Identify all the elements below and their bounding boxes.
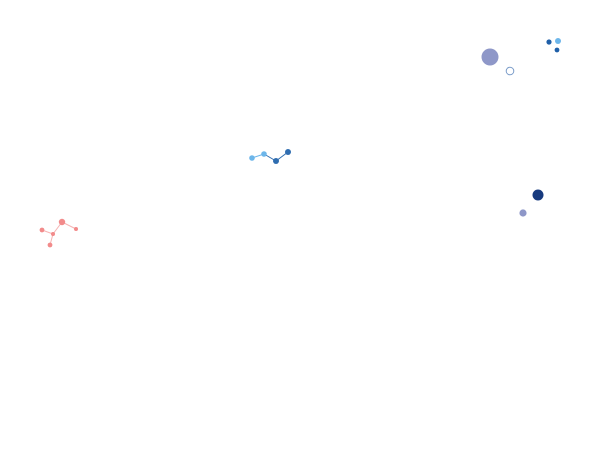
top-right-cluster-node[interactable] (505, 66, 515, 76)
pink-cluster-node[interactable] (58, 218, 66, 226)
pink-cluster-node[interactable] (51, 232, 55, 236)
pink-cluster-node[interactable] (74, 227, 78, 231)
blue-chain-cluster-node[interactable] (261, 151, 267, 157)
pink-cluster-node[interactable] (39, 227, 45, 233)
top-right-cluster-node[interactable] (554, 47, 560, 53)
right-cluster-node[interactable] (519, 209, 527, 217)
top-right-cluster-node[interactable] (546, 39, 552, 45)
top-right-cluster-node[interactable] (481, 48, 499, 66)
blue-chain-cluster-node[interactable] (285, 149, 291, 155)
right-cluster-node[interactable] (532, 189, 544, 201)
top-right-cluster-node[interactable] (555, 38, 561, 44)
blue-chain-cluster-node[interactable] (273, 158, 279, 164)
pink-cluster-node[interactable] (47, 242, 53, 248)
blue-chain-cluster-node[interactable] (249, 155, 255, 161)
nodes-layer (39, 38, 561, 248)
